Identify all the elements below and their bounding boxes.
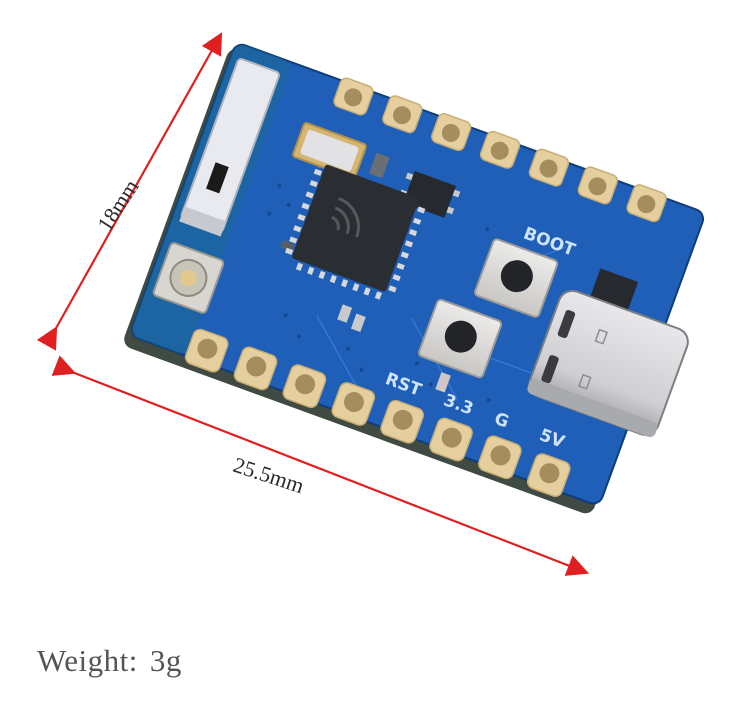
espressif-logo-icon (331, 197, 360, 238)
top-pin-row (333, 77, 667, 223)
dimension-arrow-width (36, 32, 223, 351)
weight-value: 3g (149, 643, 182, 678)
crystal-oscillator (292, 122, 367, 179)
weight-label: Weight: (37, 643, 138, 678)
mcu-chip (284, 164, 426, 300)
antenna (179, 58, 280, 237)
ipex-connector (152, 242, 225, 314)
usb-c-port (527, 289, 689, 438)
reset-button (418, 298, 503, 379)
silk-g: G (492, 409, 512, 433)
boot-button (474, 238, 559, 318)
weight-caption: Weight: 3g (37, 643, 182, 679)
bottom-pin-row (184, 328, 571, 497)
pcb-board: BOOT RST 3.3 G 5V (124, 43, 705, 514)
dimension-arrow-length (51, 355, 590, 576)
